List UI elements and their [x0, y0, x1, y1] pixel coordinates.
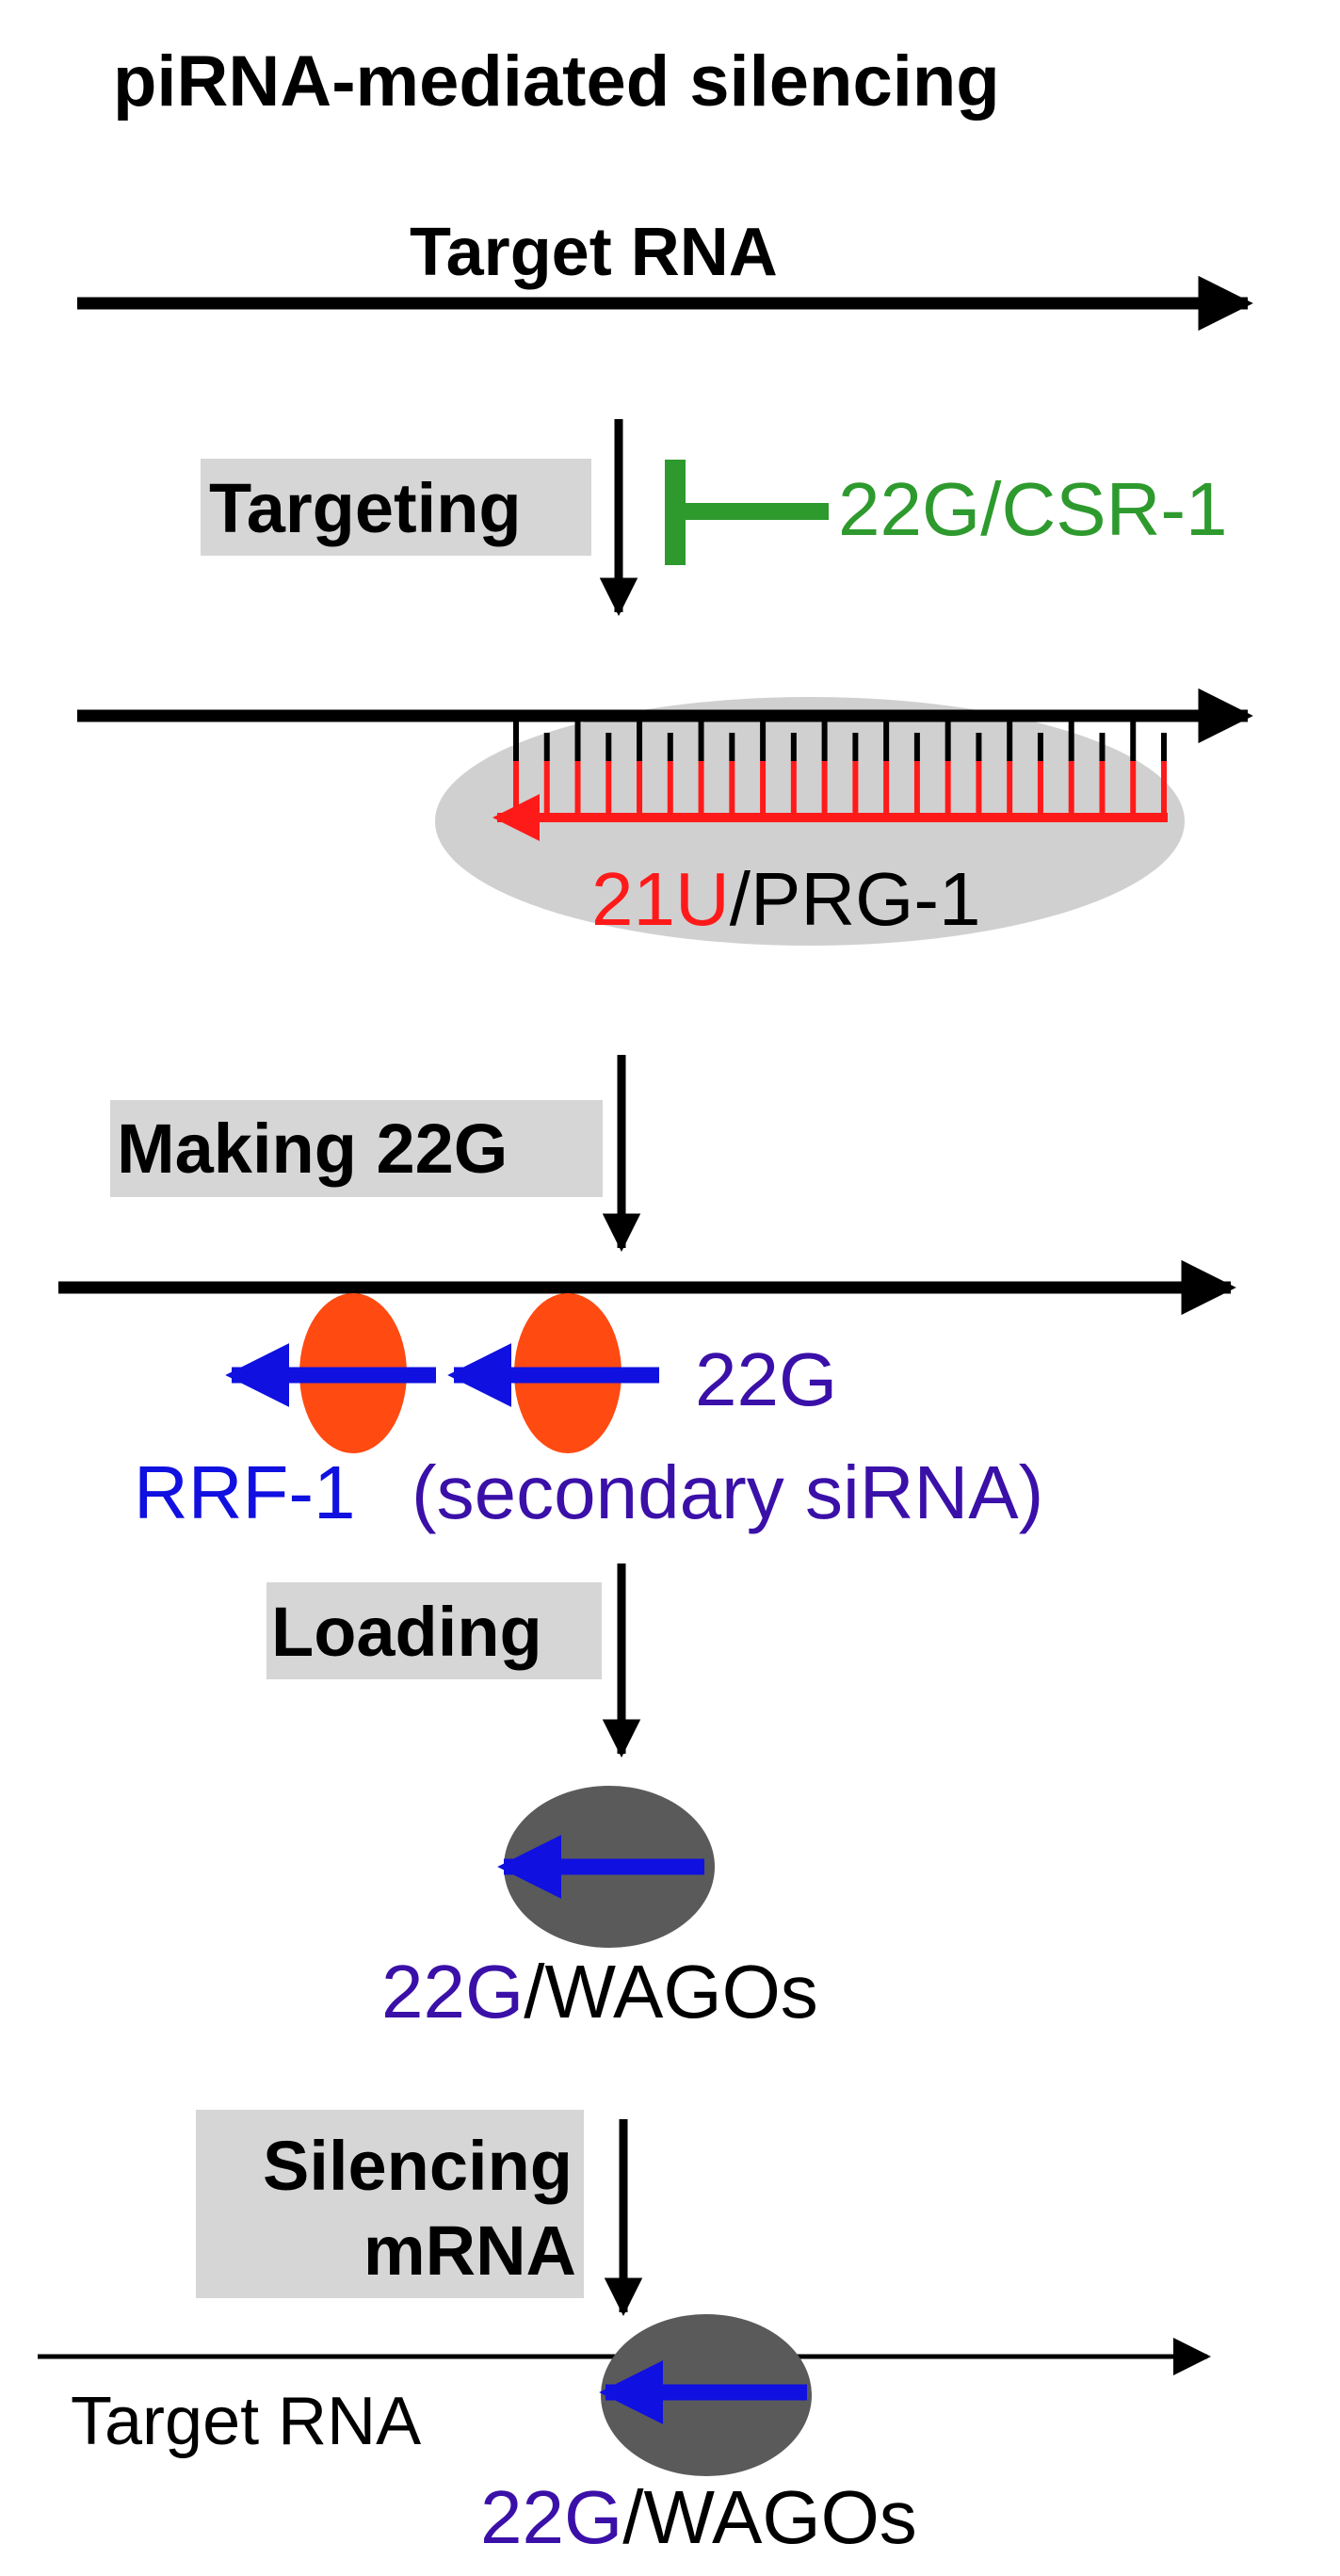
wago-bound-name-text: /WAGOs	[622, 2475, 917, 2559]
silencing-label-bg	[196, 2110, 584, 2298]
target-rna-label-top: Target RNA	[410, 215, 778, 290]
targeting-label: Targeting	[209, 469, 522, 547]
wago-name-text: /WAGOs	[524, 1950, 818, 2033]
making-22g-label: Making 22G	[117, 1110, 508, 1188]
targeting-label-bg	[201, 459, 591, 556]
csr1-label: 22G/CSR-1	[838, 467, 1227, 551]
target-rna-label-bottom: Target RNA	[71, 2384, 421, 2459]
diagram-title: piRNA-mediated silencing	[113, 41, 1000, 122]
loading-label: Loading	[271, 1593, 542, 1671]
base-pairing-ticks	[513, 716, 1167, 818]
prg1-complex-label: 21U/PRG-1	[591, 857, 980, 941]
prg1-21u-text: 21U	[591, 857, 730, 941]
making-22g-label-bg	[110, 1100, 603, 1197]
wago-bound-22g-text: 22G	[480, 2475, 622, 2559]
wago-complex-label: 22G/WAGOs	[381, 1950, 818, 2033]
loading-label-bg	[266, 1582, 602, 1679]
wago-bound-label: 22G/WAGOs	[480, 2475, 917, 2559]
silencing-label-line1: Silencing	[263, 2127, 573, 2205]
silencing-label-line2: mRNA	[363, 2211, 576, 2290]
secondary-sirna-label: (secondary siRNA)	[412, 1450, 1043, 1534]
prg1-name-text: /PRG-1	[730, 857, 981, 941]
rrf1-label: RRF-1	[134, 1450, 356, 1534]
wago-22g-text: 22G	[381, 1950, 524, 2033]
secondary-22g-label: 22G	[695, 1337, 837, 1421]
